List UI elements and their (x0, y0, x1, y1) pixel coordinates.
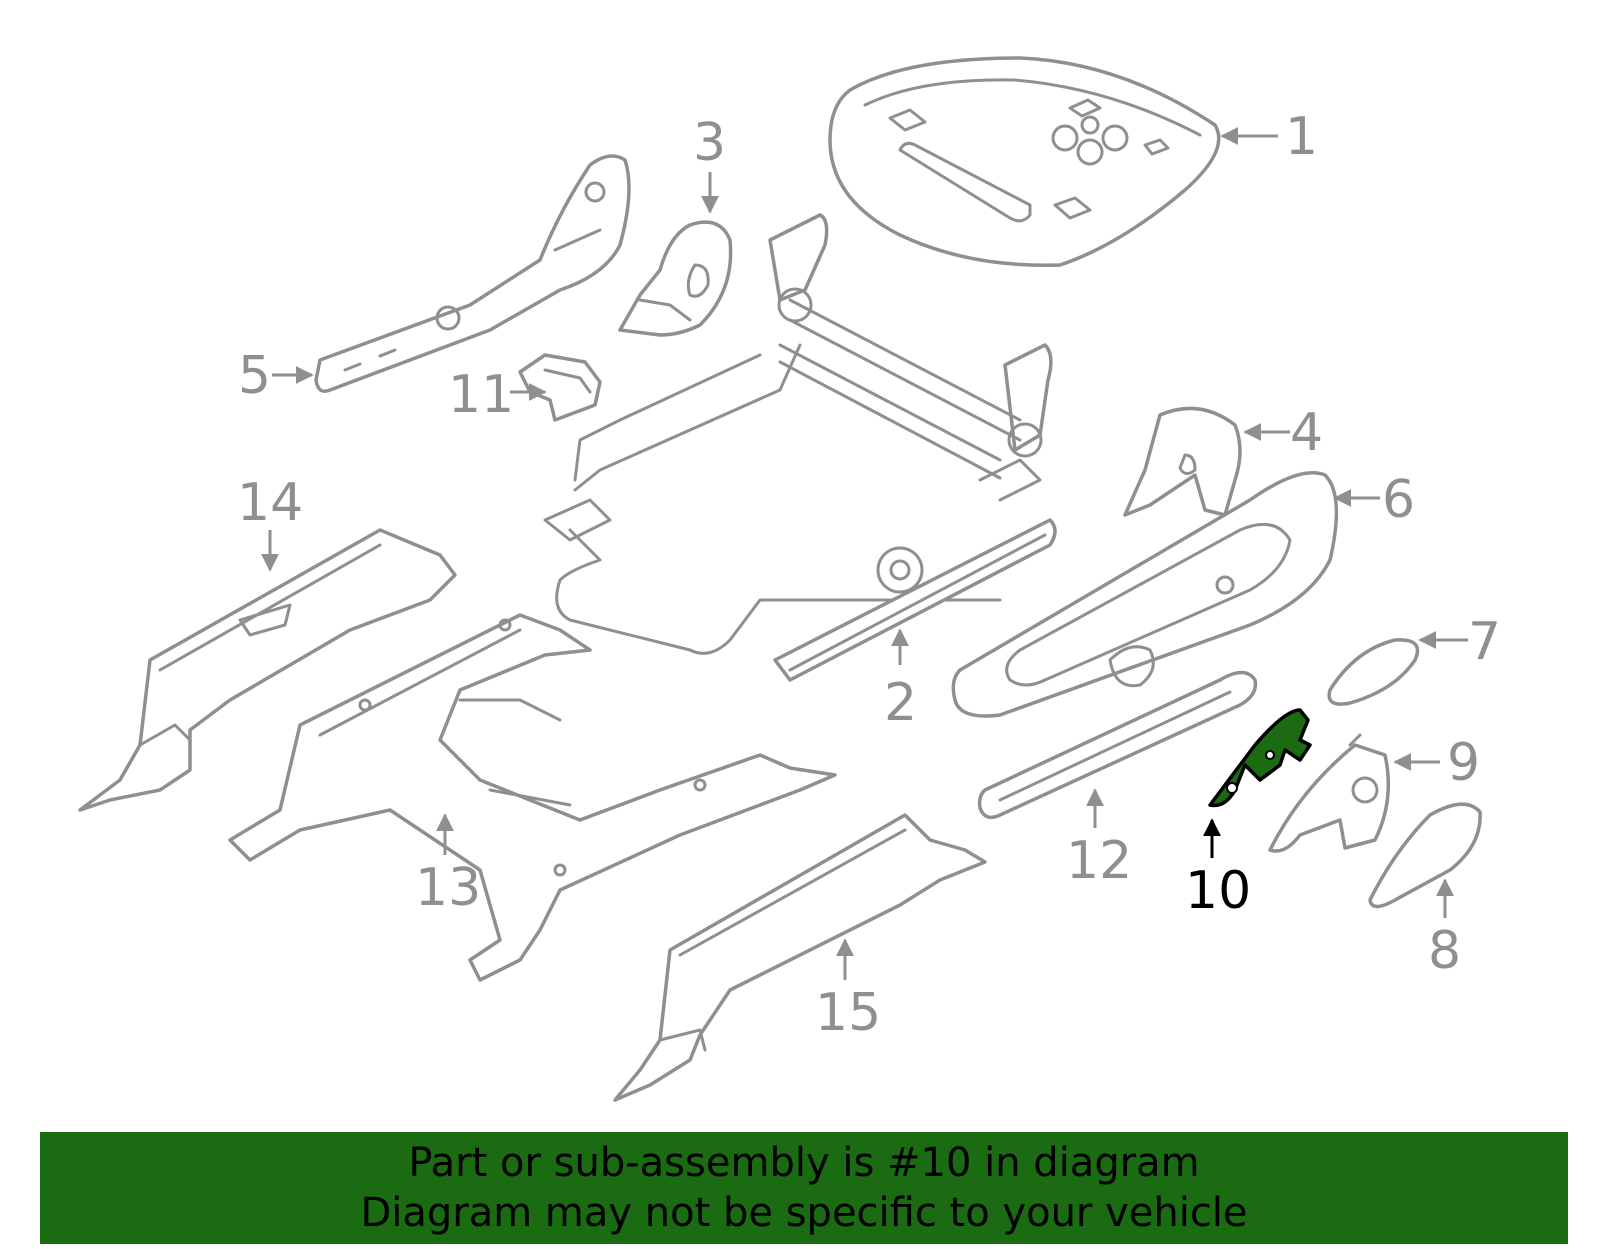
callout-9: 9 (1447, 733, 1480, 793)
part-14-rail[interactable] (78, 528, 457, 812)
part-13-frame[interactable] (228, 613, 837, 982)
callout-14: 14 (237, 473, 303, 533)
callout-3: 3 (693, 113, 726, 173)
part-12-trim-strip[interactable] (977, 670, 1258, 820)
part-7-cap[interactable] (1327, 638, 1420, 706)
callout-5: 5 (238, 346, 271, 406)
callout-10: 10 (1185, 861, 1251, 921)
callout-2: 2 (884, 673, 917, 733)
banner-line-2: Diagram may not be specific to your vehi… (360, 1190, 1248, 1236)
banner-line-1: Part or sub-assembly is #10 in diagram (408, 1140, 1200, 1186)
callout-13: 13 (415, 858, 481, 918)
part-6-trim-panel[interactable] (951, 471, 1339, 718)
part-15-rail[interactable] (613, 813, 987, 1102)
part-11-bracket[interactable] (518, 353, 602, 422)
callout-8: 8 (1428, 921, 1461, 981)
callout-15: 15 (815, 983, 881, 1043)
part-2-seat-frame[interactable] (543, 213, 1057, 682)
part-5-rail[interactable] (314, 154, 631, 393)
part-9-cover[interactable] (1268, 733, 1391, 853)
part-1-cushion-pan[interactable] (828, 56, 1221, 267)
part-8-handle[interactable] (1368, 802, 1482, 909)
callout-4: 4 (1290, 403, 1323, 463)
part-4-shield[interactable] (1123, 406, 1242, 517)
part-3-shield[interactable] (618, 220, 733, 337)
callout-12: 12 (1066, 831, 1132, 891)
callout-6: 6 (1382, 470, 1415, 530)
callout-11: 11 (448, 365, 514, 425)
info-banner: Part or sub-assembly is #10 in diagram D… (40, 1132, 1568, 1244)
callout-7: 7 (1468, 612, 1501, 672)
part-10-bracket-highlighted[interactable] (1208, 708, 1312, 808)
callout-1: 1 (1285, 107, 1318, 167)
